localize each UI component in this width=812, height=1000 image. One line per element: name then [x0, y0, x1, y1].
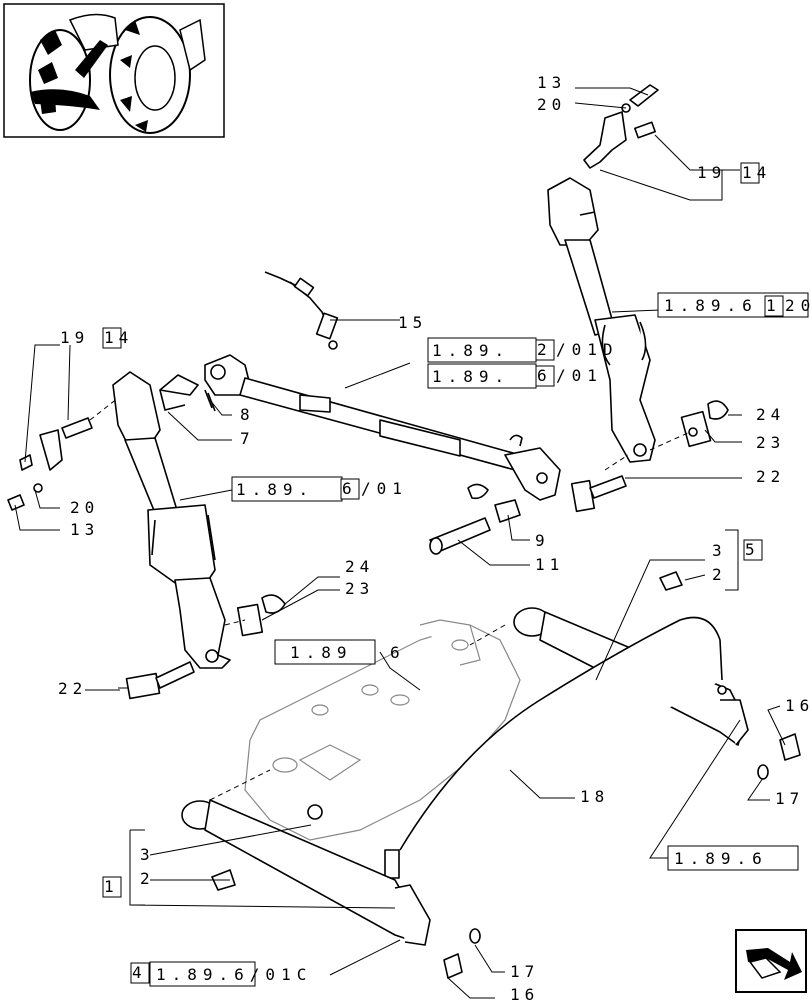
ref-box-center-a[interactable]	[427, 337, 537, 363]
callout-box-5	[743, 539, 763, 561]
left-lift-rod	[112, 371, 231, 669]
top-link	[204, 354, 561, 501]
lift-housing	[244, 619, 521, 841]
ref-left: 1.89.	[236, 480, 314, 499]
ref-top-right-tail: 20	[785, 296, 812, 315]
callout-9: 9	[535, 531, 550, 550]
callout-box-4	[130, 962, 150, 984]
callout-8: 8	[240, 405, 255, 424]
callout-1: 1	[104, 877, 119, 896]
small-parts-7-8-9-11	[159, 374, 521, 555]
callouts: 13 20 19 14 15 19 14 8 7 20 13 24 23 22 …	[58, 73, 812, 1000]
callout-15: 15	[398, 313, 427, 332]
callout-14-top: 14	[742, 163, 771, 182]
callout-2-right: 2	[712, 565, 727, 584]
ref-box-left-inner	[340, 478, 360, 500]
pin-19-right	[583, 84, 659, 169]
ref-center-b: 1.89.	[432, 367, 510, 386]
callout-box-14-top	[740, 162, 760, 184]
callout-box-1	[102, 876, 122, 898]
callout-20-top: 20	[537, 95, 566, 114]
ref-box-left[interactable]	[231, 476, 343, 502]
callout-23-left: 23	[345, 579, 374, 598]
callout-2-bottom: 2	[140, 869, 155, 888]
callout-20-left: 20	[70, 498, 99, 517]
callout-19-top: 19	[697, 163, 726, 182]
tractor-rear-linkage-thumbnail[interactable]	[3, 3, 225, 138]
check-chain-15	[264, 271, 339, 350]
callout-22-right: 22	[756, 467, 785, 486]
callout-3-bottom: 3	[140, 845, 155, 864]
leader-lines	[14, 87, 786, 999]
ref-center-a-tail: /01D	[556, 340, 619, 359]
left-pins	[125, 594, 286, 700]
reference-boxes: 1.89.6 1 20 1.89. 2 /01D 1.89. 6 /01 1.8…	[149, 292, 812, 987]
ref-box-center-b-inner	[535, 365, 555, 387]
ref-box-bottom-right[interactable]	[667, 845, 799, 871]
ref-mid-tail: 6	[390, 643, 406, 662]
callout-19-left: 19	[60, 328, 89, 347]
ref-box-top-right-inner	[764, 295, 784, 317]
callout-16-right: 16	[785, 696, 812, 715]
callout-22-left: 22	[58, 679, 87, 698]
next-page-arrow-icon[interactable]	[735, 929, 807, 993]
ref-top-right: 1.89.6	[664, 296, 758, 315]
callout-23-right: 23	[756, 433, 785, 452]
callout-11: 11	[535, 555, 564, 574]
ref-center-b-box: 6	[537, 366, 553, 385]
ref-left-box: 6	[342, 479, 358, 498]
ref-bottom: 1.89.6/01C	[156, 965, 312, 984]
ref-center-a: 1.89.	[432, 341, 510, 360]
callout-24-right: 24	[756, 405, 785, 424]
ref-center-a-box: 2	[537, 340, 553, 359]
callout-16-bottom: 16	[510, 985, 539, 1000]
callout-5: 5	[745, 540, 760, 559]
callout-17-right: 17	[775, 789, 804, 808]
ref-top-right-box: 1	[766, 296, 782, 315]
ref-box-bottom[interactable]	[149, 961, 256, 987]
ref-center-b-tail: /01	[556, 366, 603, 385]
pin-19-left	[7, 397, 119, 511]
callout-4: 4	[132, 963, 147, 982]
right-pins	[570, 400, 729, 513]
callout-18: 18	[580, 787, 609, 806]
ref-left-tail: /01	[361, 479, 408, 498]
callout-3-right: 3	[712, 541, 727, 560]
callout-17-bottom: 17	[510, 962, 539, 981]
chain-18	[384, 616, 727, 890]
callout-14-left: 14	[104, 328, 133, 347]
callout-13-top: 13	[537, 73, 566, 92]
right-lift-rod	[547, 177, 656, 463]
ref-box-mid[interactable]	[274, 639, 376, 665]
ref-box-center-a-inner	[535, 339, 555, 361]
callout-box-14-left	[102, 327, 122, 349]
ref-mid: 1.89	[290, 643, 353, 662]
callout-7: 7	[240, 429, 255, 448]
callout-13-left: 13	[70, 520, 99, 539]
ref-bottom-right: 1.89.6	[674, 849, 768, 868]
callout-24-left: 24	[345, 557, 374, 576]
